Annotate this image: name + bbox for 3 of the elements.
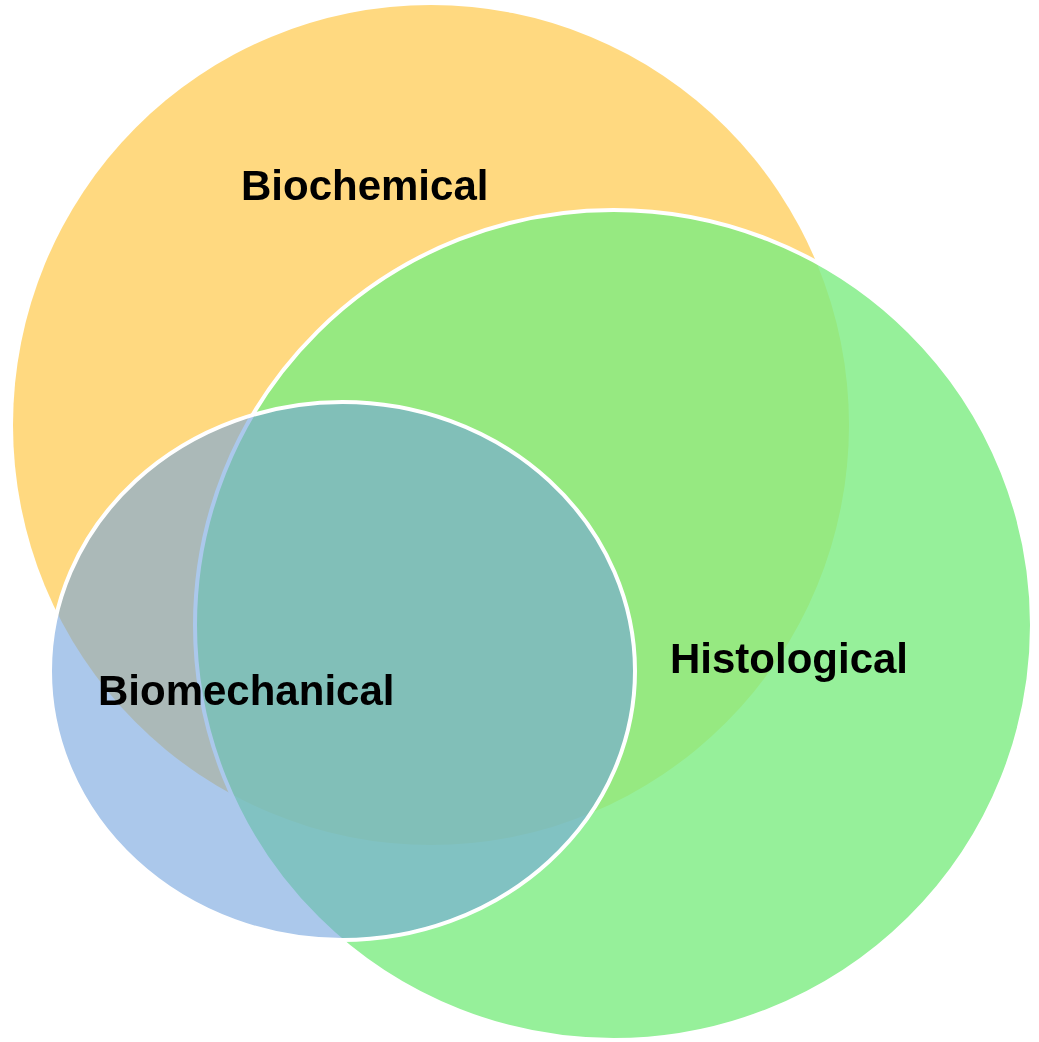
set-label: Biomechanical: [98, 670, 395, 712]
set-label: Biochemical: [241, 165, 489, 207]
set-label: Histological: [670, 638, 909, 680]
